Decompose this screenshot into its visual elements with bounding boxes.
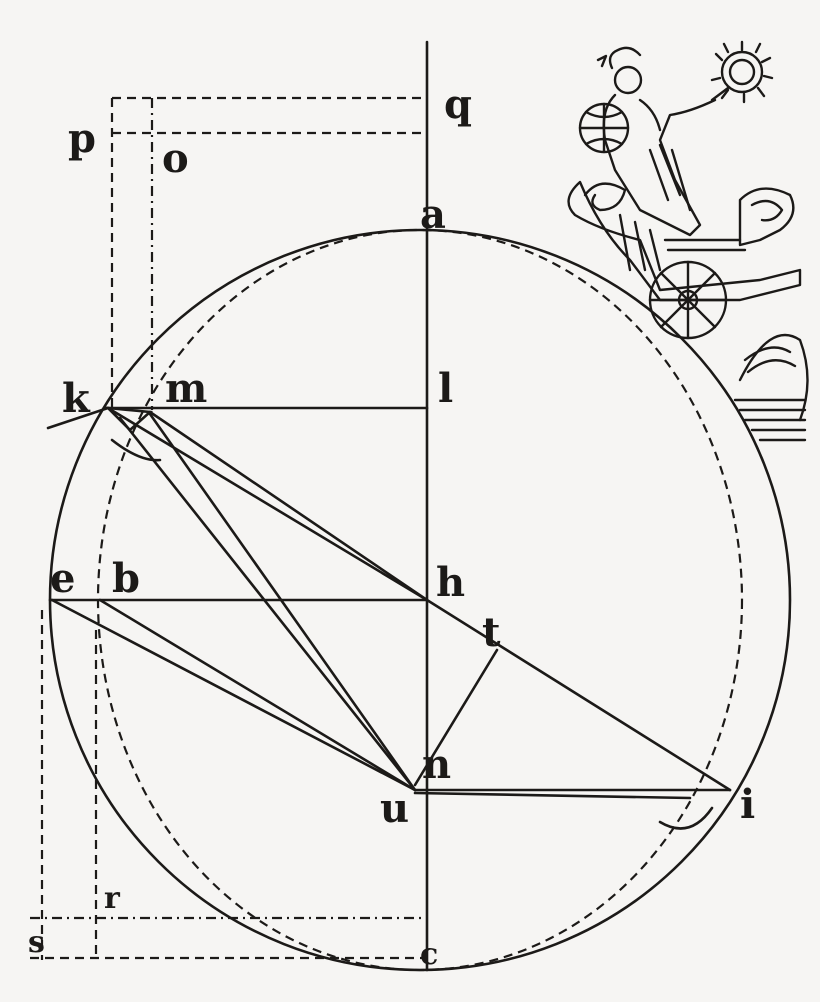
- label-r: r: [104, 881, 121, 916]
- label-q: q: [444, 81, 472, 128]
- label-b: b: [112, 555, 140, 602]
- line-nt: [413, 648, 499, 787]
- angle-arc-k: [110, 438, 162, 462]
- line-mn: [148, 412, 417, 792]
- tick-k: [46, 406, 110, 430]
- label-i: i: [740, 781, 755, 828]
- line-ni-2: [413, 791, 692, 800]
- label-h: h: [436, 559, 465, 606]
- label-m: m: [165, 365, 207, 412]
- label-l: l: [438, 365, 453, 412]
- line-kn: [118, 416, 417, 792]
- label-c: c: [420, 937, 438, 972]
- label-k: k: [62, 375, 91, 422]
- label-e: e: [50, 555, 75, 602]
- figure-head: [613, 65, 643, 95]
- laurel-wreath: [720, 50, 764, 94]
- label-n: n: [422, 741, 451, 788]
- figure-body: [602, 93, 717, 237]
- line-mh: [148, 410, 429, 602]
- label-p: p: [68, 115, 96, 162]
- small-triangle-k: [104, 406, 154, 432]
- label-o: o: [162, 135, 189, 182]
- line-hi: [425, 598, 732, 792]
- line-bn: [98, 598, 417, 792]
- label-t: t: [482, 609, 501, 656]
- angle-arc-i: [658, 806, 714, 830]
- label-a: a: [420, 191, 446, 238]
- line-kh: [106, 406, 429, 602]
- woodcut-figure-in-chariot: [567, 40, 809, 442]
- line-en: [50, 598, 417, 792]
- label-u: u: [380, 785, 409, 832]
- label-s: s: [28, 925, 45, 960]
- chariot-scroll: [738, 187, 795, 247]
